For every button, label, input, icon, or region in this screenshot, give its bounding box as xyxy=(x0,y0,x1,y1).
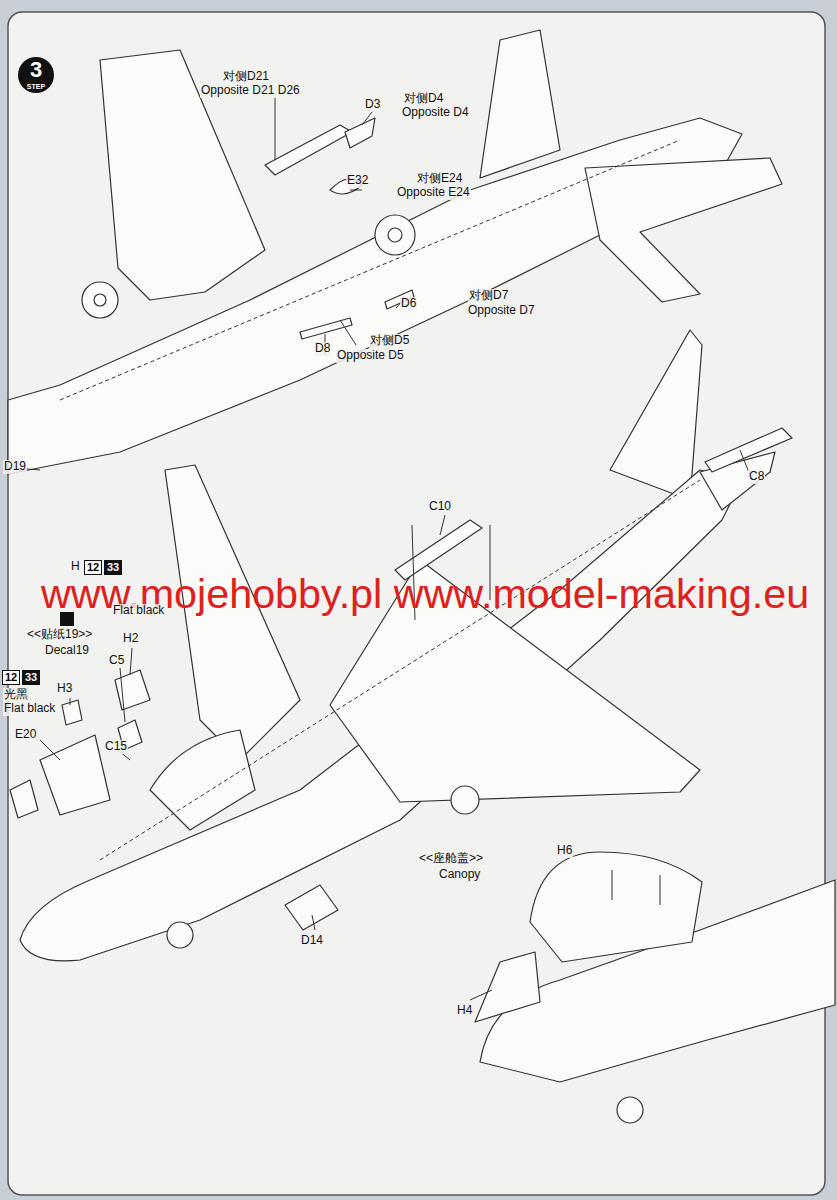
part-label: C5 xyxy=(108,654,125,668)
paint-code-box: 33 xyxy=(22,670,40,685)
part-label: <<贴纸19>> xyxy=(26,628,93,642)
part-label: 对侧D4 xyxy=(403,92,444,106)
part-label: 对侧D7 xyxy=(468,289,509,303)
step-word: STEP xyxy=(17,83,55,91)
part-label: H3 xyxy=(56,682,73,696)
paint-code: 12 xyxy=(5,671,17,683)
part-label: D19 xyxy=(3,460,27,474)
part-label: C8 xyxy=(748,470,765,484)
part-label: C15 xyxy=(104,740,128,754)
part-label: Flat black xyxy=(3,702,56,716)
part-label: Canopy xyxy=(438,868,481,882)
part-label: Opposite D5 xyxy=(336,349,405,363)
part-label: Flat black xyxy=(112,604,165,618)
paint-code: 33 xyxy=(25,671,37,683)
part-label: D6 xyxy=(400,297,417,311)
part-label: Opposite E24 xyxy=(396,186,471,200)
part-label: E32 xyxy=(346,174,369,188)
part-label: H6 xyxy=(556,844,573,858)
part-label: D3 xyxy=(364,98,381,112)
paint-code-box: 12 xyxy=(2,670,20,685)
part-label: 对侧E24 xyxy=(416,172,463,186)
part-label: H4 xyxy=(456,1004,473,1018)
part-label: 对侧D5 xyxy=(369,334,410,348)
part-label: Opposite D4 xyxy=(401,106,470,120)
step-number: 3 xyxy=(17,56,55,83)
part-label: D8 xyxy=(314,342,331,356)
part-label: 光黑 xyxy=(3,688,29,702)
part-label: H2 xyxy=(122,632,139,646)
part-label: Decal19 xyxy=(44,644,90,658)
part-label: <<座舱盖>> xyxy=(418,852,484,866)
part-label: 对侧D21 xyxy=(222,70,270,84)
part-label: Opposite D21 D26 xyxy=(200,84,301,98)
part-label: C10 xyxy=(428,500,452,514)
step-badge: 3STEP xyxy=(17,56,55,94)
part-label: D14 xyxy=(300,934,324,948)
part-label: E20 xyxy=(14,728,37,742)
part-label: Opposite D7 xyxy=(467,304,536,318)
